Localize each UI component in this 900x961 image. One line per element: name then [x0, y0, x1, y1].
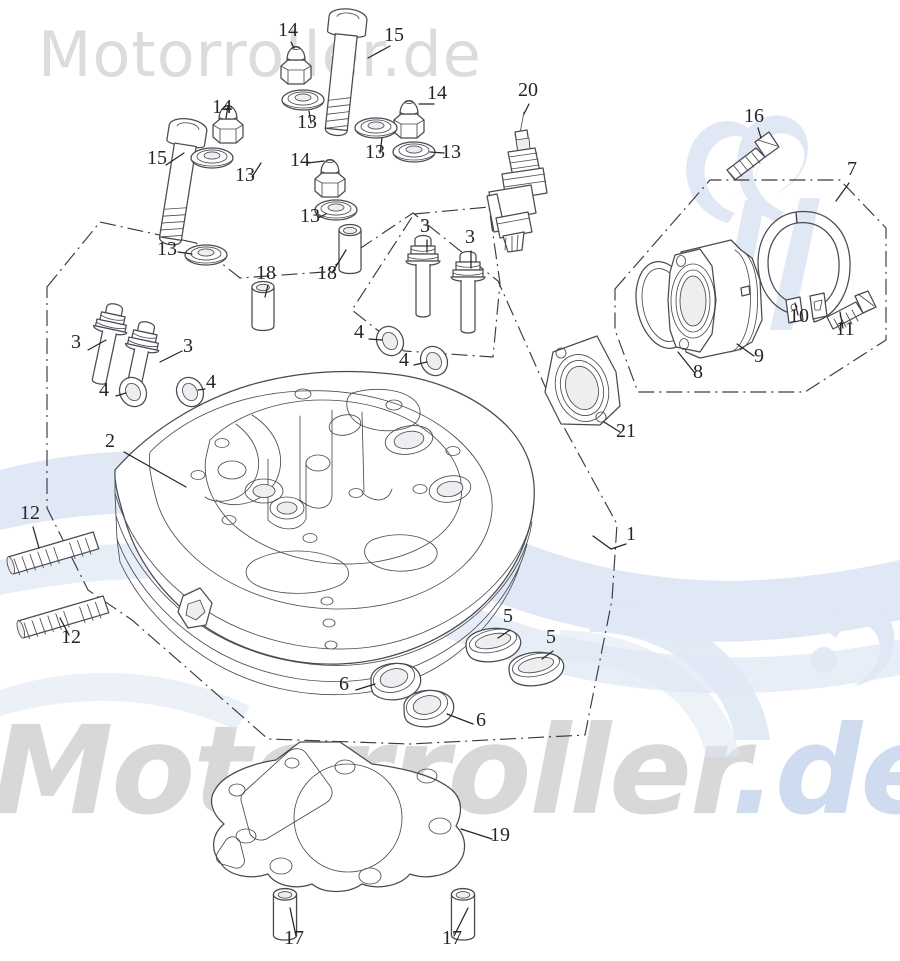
- callout-20: 20: [518, 79, 538, 101]
- part-19-cylinder-head-gasket: [210, 741, 466, 893]
- callout-10: 10: [789, 305, 809, 327]
- part-16-flange-bolt: [726, 131, 780, 181]
- part-14-cap-nut-b: [280, 45, 312, 85]
- part-9-intake-manifold: [667, 239, 763, 359]
- part-12-stud-a: [4, 531, 101, 576]
- callout-16: 16: [744, 105, 764, 127]
- callout-2: 2: [105, 430, 115, 452]
- callout-14: 14: [427, 82, 447, 104]
- callout-15: 15: [384, 24, 404, 46]
- callout-14: 14: [212, 96, 232, 118]
- callout-19: 19: [490, 824, 510, 846]
- assembly-boundary-valves: [351, 206, 501, 358]
- callout-12: 12: [20, 502, 40, 524]
- part-13-washer-e: [354, 117, 398, 139]
- callout-17: 17: [284, 927, 304, 949]
- leader-lines: [32, 41, 850, 937]
- callout-14: 14: [278, 19, 298, 41]
- callout-13: 13: [441, 141, 461, 163]
- callout-21: 21: [616, 420, 636, 442]
- part-3-valve-stem-seal-d: [450, 250, 486, 334]
- part-18-dowel-pin-a: [251, 280, 275, 332]
- part-13-washer-f: [392, 141, 436, 163]
- part-13-washer-a: [190, 147, 234, 169]
- callout-4: 4: [206, 371, 216, 393]
- part-13-washer-c: [281, 89, 325, 111]
- callout-18: 18: [317, 262, 337, 284]
- part-15-cylinder-head-bolt-right: [316, 6, 369, 138]
- part-10-hose-clamp: [757, 210, 851, 324]
- callout-13: 13: [300, 205, 320, 227]
- part-20-spark-plug: [486, 111, 548, 253]
- part-18-dowel-pin-b: [338, 223, 362, 275]
- callout-13: 13: [235, 164, 255, 186]
- callout-13: 13: [157, 238, 177, 260]
- callout-13: 13: [297, 111, 317, 133]
- callout-6: 6: [476, 709, 486, 731]
- callout-17: 17: [442, 927, 462, 949]
- callout-15: 15: [147, 147, 167, 169]
- callout-12: 12: [61, 626, 81, 648]
- callout-9: 9: [754, 345, 764, 367]
- callout-18: 18: [256, 262, 276, 284]
- part-14-cap-nut-d: [393, 99, 425, 139]
- part-3-valve-stem-seal-a: [81, 299, 133, 388]
- part-14-cap-nut-c: [314, 158, 346, 198]
- callout-5: 5: [503, 605, 513, 627]
- callout-3: 3: [183, 335, 193, 357]
- assembly-boundary-intake: [614, 179, 887, 393]
- callout-3: 3: [71, 331, 81, 353]
- part-3-valve-stem-seal-c: [405, 234, 441, 318]
- part-5-valve-seat-ring-b: [508, 651, 565, 687]
- callout-3: 3: [420, 215, 430, 237]
- callout-11: 11: [835, 318, 854, 340]
- callout-5: 5: [546, 626, 556, 648]
- part-21-intake-gasket: [544, 335, 621, 426]
- callout-6: 6: [339, 673, 349, 695]
- callout-14: 14: [290, 149, 310, 171]
- part-15-cylinder-head-bolt-left: [150, 115, 209, 249]
- part-11-clamp-screw: [826, 290, 877, 331]
- part-4-washer-a: [113, 372, 153, 412]
- callout-4: 4: [354, 321, 364, 343]
- part-5-valve-seat-ring-a: [465, 627, 522, 663]
- part-13-washer-b: [184, 244, 228, 266]
- part-2-cylinder-head: [114, 370, 535, 696]
- callout-4: 4: [399, 349, 409, 371]
- part-6-valve-guide-b: [403, 689, 455, 728]
- part-4-washer-d: [414, 341, 454, 381]
- callout-1: 1: [626, 523, 636, 545]
- callout-8: 8: [693, 361, 703, 383]
- callout-13: 13: [365, 141, 385, 163]
- part-6-valve-guide-a: [370, 662, 422, 701]
- callout-4: 4: [99, 379, 109, 401]
- callout-3: 3: [465, 226, 475, 248]
- callout-7: 7: [847, 158, 857, 180]
